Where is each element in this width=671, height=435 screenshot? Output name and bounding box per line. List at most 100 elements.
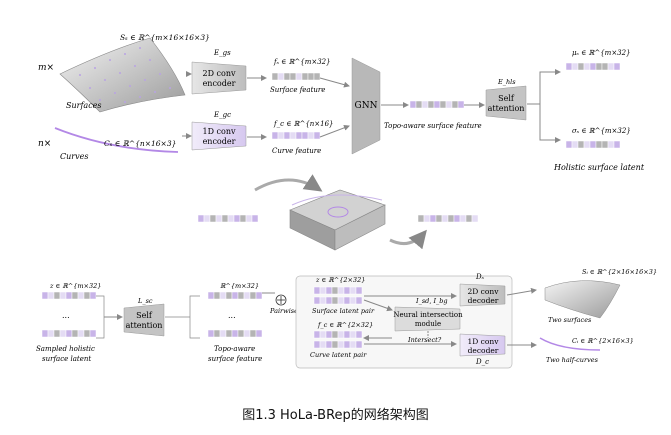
feature-cell xyxy=(277,72,285,81)
self-attention-label-1: Self xyxy=(498,94,515,103)
feature-cell xyxy=(301,131,309,140)
mu-symbol: μₛ ∈ ℝ^{m×32} xyxy=(572,49,631,57)
feature-cell xyxy=(53,329,61,338)
self-attention-symbol: E_hls xyxy=(497,78,516,86)
feature-cell xyxy=(439,100,447,109)
feature-cell xyxy=(337,340,345,349)
feature-cell xyxy=(219,329,227,338)
feature-cell xyxy=(283,131,291,140)
surface-set-symbol: Sₛ ∈ ℝ^{m×16×16×3} xyxy=(120,33,210,42)
feature-cell xyxy=(295,72,303,81)
feature-cell xyxy=(355,330,363,339)
feature-cell xyxy=(225,291,233,300)
feature-cell xyxy=(307,131,315,140)
sampled-label-1: Sampled holistic xyxy=(36,345,95,353)
pairwise-label: Pairwise xyxy=(269,307,298,315)
fc-symbol: f_c ∈ ℝ^{2×32} xyxy=(317,321,373,329)
feature-cell xyxy=(433,100,441,109)
feature-cell xyxy=(337,330,345,339)
surface-multiplier: m× xyxy=(38,63,54,73)
feature-cell xyxy=(577,140,585,149)
bottom-attn-label-1: Self xyxy=(136,311,153,320)
pair-bar-3 xyxy=(313,330,363,339)
feature-cell xyxy=(243,329,251,338)
feature-cell xyxy=(47,329,55,338)
figure-caption: 图1.3 HoLa-BRep的网络架构图 xyxy=(242,408,429,423)
surfaces-label: Surfaces xyxy=(66,101,102,110)
feature-cell xyxy=(457,100,465,109)
feature-cell xyxy=(77,291,85,300)
feature-cell xyxy=(313,286,321,295)
feature-cell xyxy=(613,140,621,149)
feature-cell xyxy=(77,329,85,338)
feature-cell xyxy=(209,214,217,223)
encoder-1d-block xyxy=(191,121,247,151)
encoder-2d-block xyxy=(191,61,247,95)
feature-cell xyxy=(331,330,339,339)
topo-feature-bar xyxy=(409,100,465,109)
feature-cell xyxy=(289,131,297,140)
feature-cell xyxy=(251,214,259,223)
feature-cell xyxy=(83,329,91,338)
feature-cell xyxy=(89,329,97,338)
feature-cell xyxy=(83,291,91,300)
bracket-right xyxy=(165,295,200,339)
feature-cell xyxy=(65,329,73,338)
feature-cell xyxy=(295,131,303,140)
pair-bar-2 xyxy=(313,296,363,305)
feature-cell xyxy=(601,140,609,149)
feature-cell xyxy=(325,330,333,339)
feature-cell xyxy=(231,291,239,300)
feature-cell xyxy=(255,329,263,338)
two-curves-symbol: Cᵢ ∈ ℝ^{2×16×3} xyxy=(572,337,634,345)
feature-cell xyxy=(313,72,321,81)
feature-cell xyxy=(277,131,285,140)
feature-cell xyxy=(417,214,425,223)
nim-block xyxy=(394,306,461,332)
curve-multiplier: n× xyxy=(38,139,51,149)
feature-cell xyxy=(41,329,49,338)
topo-bar-bottom xyxy=(207,329,263,338)
feature-cell xyxy=(249,329,257,338)
feature-cell xyxy=(65,291,73,300)
feature-cell xyxy=(71,291,79,300)
feature-cell xyxy=(313,340,321,349)
surface-feature-bar xyxy=(271,72,321,81)
sigma-bar xyxy=(565,140,621,149)
feature-cell xyxy=(325,340,333,349)
feature-cell xyxy=(427,100,435,109)
dc-symbol: D_c xyxy=(475,358,489,366)
brep-model xyxy=(289,189,386,251)
encoder-2d-label-1: 2D conv xyxy=(202,69,235,78)
feature-cell xyxy=(565,62,573,71)
feature-cell xyxy=(355,340,363,349)
z-bar-bottom xyxy=(41,329,97,338)
feature-cell xyxy=(595,62,603,71)
attn-symbol: L_sc xyxy=(137,297,153,305)
feature-cell xyxy=(577,62,585,71)
surface-pair-label: Surface latent pair xyxy=(312,307,375,315)
feature-cell xyxy=(349,296,357,305)
feature-cell xyxy=(313,296,321,305)
feature-cell xyxy=(47,291,55,300)
curve-feature-symbol: f_c ∈ ℝ^{n×16} xyxy=(273,120,334,128)
feature-cell xyxy=(349,286,357,295)
sigma-symbol: σₛ ∈ ℝ^{m×32} xyxy=(572,127,631,135)
pair-z-symbol: z ∈ ℝ^{2×32} xyxy=(315,276,365,284)
feature-cell xyxy=(289,72,297,81)
encoder-1d-label-2: encoder xyxy=(203,137,236,146)
topo-feature-label: Topo-aware surface feature xyxy=(384,122,482,130)
nim-symbol: I_sd, I_bg xyxy=(415,297,448,305)
encoder-1d-label-1: 1D conv xyxy=(202,127,235,136)
feature-cell xyxy=(595,140,603,149)
feature-cell xyxy=(409,100,417,109)
topo-ellipsis: ... xyxy=(228,311,236,320)
feature-cell xyxy=(213,329,221,338)
bottom-self-attention-block xyxy=(123,303,165,337)
curve-feature-label: Curve feature xyxy=(272,147,321,155)
feature-cell xyxy=(313,330,321,339)
feature-cell xyxy=(319,296,327,305)
feature-cell xyxy=(59,329,67,338)
feature-cell xyxy=(343,286,351,295)
